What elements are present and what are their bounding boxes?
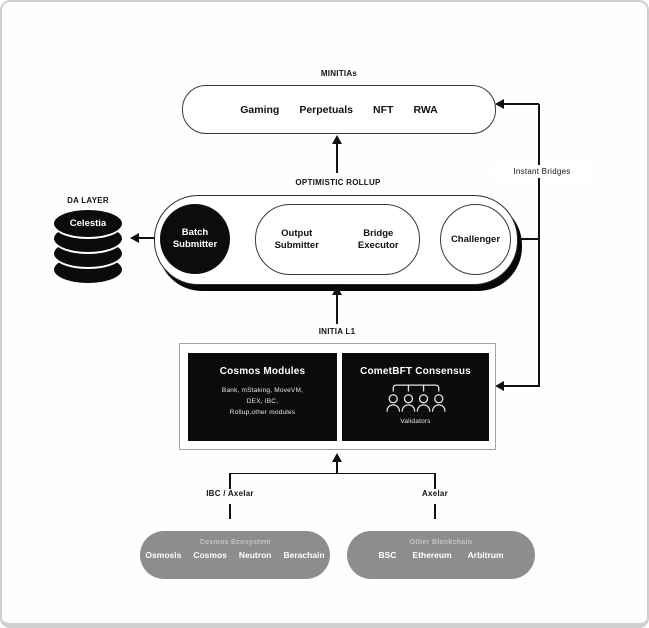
chain-cosmos: Cosmos bbox=[193, 550, 227, 560]
cosmos-modules-title: Cosmos Modules bbox=[219, 366, 306, 377]
bridge-executor-node: Bridge Executor bbox=[338, 228, 420, 252]
chain-bsc: BSC bbox=[378, 550, 397, 560]
cosmos-modules-node: Cosmos Modules Bank, mStaking, MoveVM, D… bbox=[188, 353, 337, 441]
line-left-drop-lower bbox=[229, 504, 231, 519]
cosmos-ecosystem-pill: Cosmos Ecosystem Osmosis Cosmos Neutron … bbox=[140, 531, 330, 579]
optimistic-rollup-pill: Batch Submitter Output Submitter Bridge … bbox=[154, 195, 518, 285]
batch-submitter-line1: Batch bbox=[181, 227, 209, 239]
line-bridge-to-initia bbox=[503, 385, 539, 387]
minitias-label: MINITIAs bbox=[320, 69, 358, 78]
line-rollup-to-minitias bbox=[336, 143, 338, 173]
line-connector-horizontal bbox=[229, 472, 436, 475]
other-blockchain-title: Other Blockchain bbox=[409, 539, 473, 546]
minitia-item-rwa: RWA bbox=[413, 103, 438, 116]
challenger-label: Challenger bbox=[450, 233, 501, 245]
celestia-label: Celestia bbox=[69, 218, 107, 229]
line-initia-to-rollup bbox=[336, 294, 338, 324]
minitia-item-nft: NFT bbox=[373, 103, 394, 116]
arrow-up-to-initia-icon bbox=[332, 453, 342, 462]
arrow-up-to-minitias-icon bbox=[332, 135, 342, 144]
chain-ethereum: Ethereum bbox=[412, 550, 452, 560]
minitia-item-gaming: Gaming bbox=[240, 103, 280, 116]
chain-neutron: Neutron bbox=[238, 550, 272, 560]
chain-arbitrum: Arbitrum bbox=[467, 550, 504, 560]
challenger-node: Challenger bbox=[440, 204, 511, 275]
instant-bridges-label: Instant Bridges bbox=[494, 165, 590, 178]
cosmos-modules-line-3: Rollup,other modules bbox=[229, 409, 296, 416]
line-right-drop-lower bbox=[434, 504, 437, 519]
celestia-node: Celestia bbox=[52, 208, 124, 239]
minitia-item-perpetuals: Perpetuals bbox=[299, 103, 354, 116]
da-layer-label: DA LAYER bbox=[67, 196, 109, 205]
submitter-executor-oval: Output Submitter Bridge Executor bbox=[255, 204, 420, 275]
arrow-up-to-rollup-icon bbox=[332, 286, 342, 295]
axelar-label: Axelar bbox=[422, 489, 448, 498]
output-submitter-line2: Submitter bbox=[274, 239, 319, 251]
batch-submitter-line2: Submitter bbox=[172, 239, 218, 250]
output-submitter-line1: Output bbox=[281, 227, 313, 239]
output-submitter-node: Output Submitter bbox=[256, 228, 338, 252]
arrow-into-minitias-icon bbox=[495, 99, 504, 109]
other-blockchain-pill: Other Blockchain BSC Ethereum Arbitrum bbox=[347, 531, 535, 579]
minitias-pill: Gaming Perpetuals NFT RWA bbox=[182, 85, 496, 134]
initia-l1-label: INITIA L1 bbox=[318, 327, 356, 336]
line-bridge-to-minitias bbox=[503, 103, 539, 105]
arrow-into-celestia-icon bbox=[130, 233, 139, 243]
ibc-axelar-label: IBC / Axelar bbox=[206, 489, 254, 498]
bridge-executor-line2: Executor bbox=[357, 239, 399, 251]
cosmos-modules-line-2: DEX, IBC, bbox=[246, 398, 279, 405]
validators-icon bbox=[385, 384, 446, 412]
line-center-stem bbox=[336, 461, 338, 474]
cometbft-consensus-node: CometBFT Consensus Validators bbox=[342, 353, 489, 441]
celestia-database-icon: Celestia bbox=[52, 208, 124, 288]
arrow-into-initia-icon bbox=[495, 381, 504, 391]
bridge-executor-line1: Bridge bbox=[363, 227, 394, 239]
line-right-drop-upper bbox=[434, 472, 437, 489]
line-left-drop-upper bbox=[229, 472, 231, 489]
instant-bridges-line bbox=[538, 104, 540, 387]
line-challenger-to-bridge bbox=[510, 238, 539, 240]
chain-osmosis: Osmosis bbox=[145, 550, 182, 560]
chain-berachain: Berachain bbox=[283, 550, 325, 560]
cosmos-modules-line-1: Bank, mStaking, MoveVM, bbox=[221, 387, 304, 394]
optimistic-rollup-label: OPTIMISTIC ROLLUP bbox=[295, 178, 381, 187]
line-rollup-to-celestia bbox=[138, 237, 154, 239]
batch-submitter-node: Batch Submitter bbox=[160, 204, 230, 274]
cosmos-ecosystem-title: Cosmos Ecosystem bbox=[199, 539, 271, 546]
initia-l1-box: Cosmos Modules Bank, mStaking, MoveVM, D… bbox=[179, 343, 496, 450]
cometbft-title: CometBFT Consensus bbox=[360, 366, 471, 377]
validators-caption: Validators bbox=[400, 418, 431, 425]
